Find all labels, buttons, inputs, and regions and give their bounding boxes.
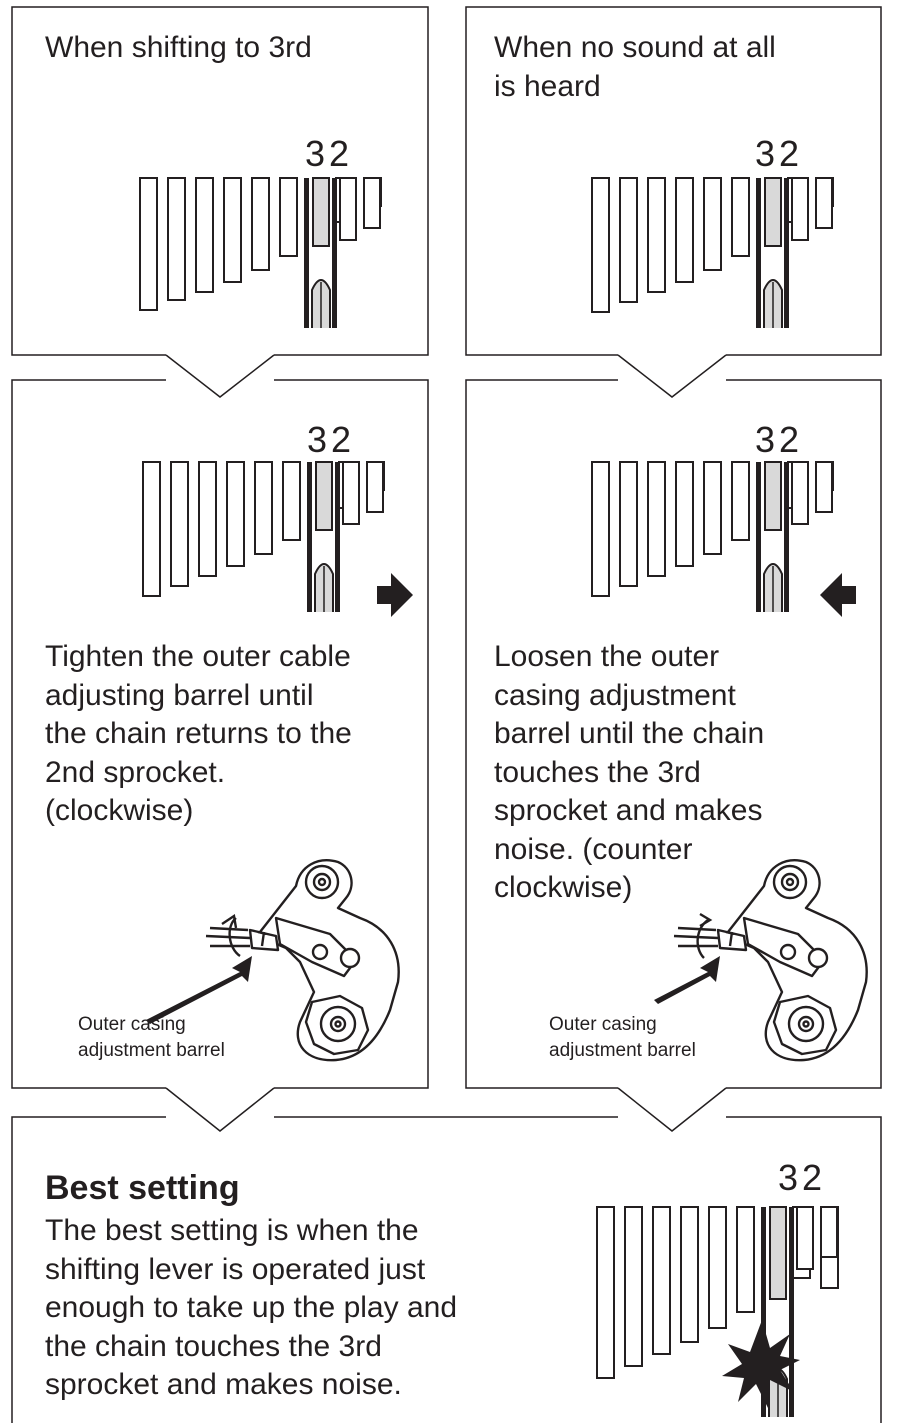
gear-number-label: 32 [307,419,355,460]
sprocket-tooth [254,461,273,555]
gear-number-label: 32 [755,133,803,174]
chain-plate-left [304,178,309,328]
sprocket-tooth [703,461,722,555]
sprocket-tooth [282,461,301,541]
sprocket-tooth [619,461,638,587]
arrow-left-icon [820,573,856,617]
panel-tighten-border-right [274,379,429,1089]
second-sprocket [315,461,333,531]
sprocket-tooth [339,177,357,241]
sprocket-tooth [251,177,270,271]
sprocket-tooth [731,461,750,541]
arrow-right-icon [377,573,413,617]
sprocket-tooth [791,461,809,525]
noise-burst-icon [722,1320,800,1408]
sprocket-tooth [170,461,189,587]
gear-number-label: 32 [755,419,803,460]
chain-plate-right [335,462,340,612]
second-sprocket [312,177,330,247]
sprocket-tooth [815,461,833,513]
sprocket-diagram-best: 32 [596,1157,839,1417]
sprocket-tooth [223,177,242,283]
sprocket-diagram-tighten: 32 [142,419,385,612]
sprocket-tooth [675,177,694,283]
sprocket-tooth [652,1206,671,1355]
sprocket-tooth [142,461,161,597]
chain-plate-left [756,462,761,612]
loosen-barrel-label: Outer casing adjustment barrel [549,1014,696,1061]
sprocket-tooth [139,177,158,311]
sprocket-tooth [647,177,666,293]
sprocket-tooth [619,177,638,303]
panel-best-border-right [726,1116,882,1423]
sprocket-tooth [647,461,666,577]
sprocket-tooth [366,461,384,513]
panel-loosen-border [465,379,618,1089]
second-sprocket [764,177,782,247]
best-setting-body: The best setting is when the shifting le… [45,1214,458,1401]
sprocket-tooth [591,461,610,597]
sprocket-tooth [731,177,750,257]
sprocket-tooth [198,461,217,577]
best-setting-heading: Best setting [45,1169,240,1207]
flow-arrow-1 [165,354,275,398]
gear-number-label: 32 [305,133,353,174]
flow-arrow-2 [617,354,727,398]
sprocket-tooth [195,177,214,293]
panel-shift-third-border [11,6,429,356]
panel-loosen-border-right [726,379,882,1089]
rear-derailleur-illustration-left [146,859,400,1062]
sprocket-tooth [791,177,809,241]
gear-number-label: 32 [778,1157,826,1198]
sprocket-diagram-loosen: 32 [591,419,834,612]
sprocket-tooth [680,1206,699,1343]
sprocket-tooth [736,1206,755,1313]
sprocket-tooth [703,177,722,271]
flow-arrow-4 [617,1087,727,1132]
second-sprocket [764,461,782,531]
sprocket-tooth [167,177,186,301]
sprocket-tooth [815,177,833,229]
loosen-instruction: Loosen the outer casing adjustment barre… [494,640,765,904]
chain-plate-left [756,178,761,328]
sprocket-tooth [591,177,610,313]
tighten-instruction: Tighten the outer cable adjusting barrel… [45,640,352,827]
flow-arrow-3 [165,1087,275,1132]
sprocket-diagram-shift-third: 32 [139,133,382,328]
second-sprocket [769,1206,787,1300]
chain-plate-left [307,462,312,612]
sprocket-diagram-no-sound: 32 [591,133,834,328]
sprocket-tooth [596,1206,615,1379]
panel-no-sound-title: When no sound at all is heard [494,31,776,103]
sprocket-tooth [675,461,694,567]
panel-tighten-border [11,379,166,1089]
chain-plate-right [784,178,789,328]
sprocket-tooth [226,461,245,567]
panel-best-border [11,1116,166,1423]
sprocket-tooth [708,1206,727,1329]
panel-shift-third-title: When shifting to 3rd [45,31,312,64]
chain-plate-right [784,462,789,612]
chain-plate-left [761,1207,766,1417]
chain-plate-right [789,1207,794,1417]
sprocket-tooth [796,1206,814,1270]
sprocket-tooth [820,1206,838,1258]
sprocket-tooth [624,1206,643,1367]
sprocket-tooth [279,177,298,257]
tighten-barrel-label: Outer casing adjustment barrel [78,1014,225,1061]
panel-no-sound-border [465,6,882,356]
sprocket-tooth [342,461,360,525]
rear-derailleur-illustration-right [654,859,868,1062]
chain-plate-right [332,178,337,328]
sprocket-tooth [363,177,381,229]
